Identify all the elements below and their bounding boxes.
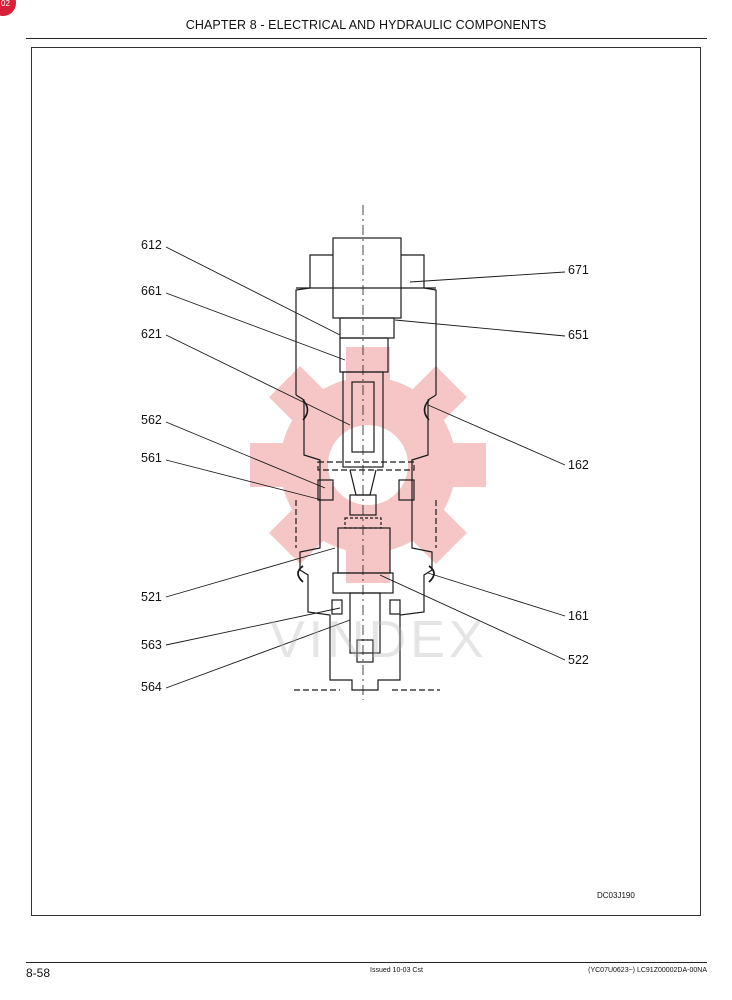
part-label-563: 563 [141, 638, 162, 652]
part-label-561: 561 [141, 451, 162, 465]
part-label-564: 564 [141, 680, 162, 694]
figure-frame [31, 47, 701, 916]
drawing-code: DC03J190 [597, 891, 635, 900]
issued-info: Issued 10-03 Cst [370, 967, 423, 974]
part-label-562: 562 [141, 413, 162, 427]
part-label-661: 661 [141, 284, 162, 298]
page-title: CHAPTER 8 - ELECTRICAL AND HYDRAULIC COM… [185, 18, 547, 32]
part-label-522: 522 [568, 653, 589, 667]
part-label-671: 671 [568, 263, 589, 277]
part-label-162: 162 [568, 458, 589, 472]
watermark-text: VINDEX [270, 611, 488, 669]
footer-divider [26, 962, 707, 963]
part-label-651: 651 [568, 328, 589, 342]
corner-badge: 02 [0, 0, 16, 16]
document-code: (YC07U0623~) LC91Z00002DA-00NA [588, 967, 707, 974]
header-divider [26, 38, 707, 39]
part-label-612: 612 [141, 238, 162, 252]
corner-badge-text: 02 [1, 0, 10, 8]
watermark-gear-icon [250, 347, 486, 583]
part-label-521: 521 [141, 590, 162, 604]
part-label-161: 161 [568, 609, 589, 623]
page-number: 8-58 [26, 966, 51, 980]
part-label-621: 621 [141, 327, 162, 341]
